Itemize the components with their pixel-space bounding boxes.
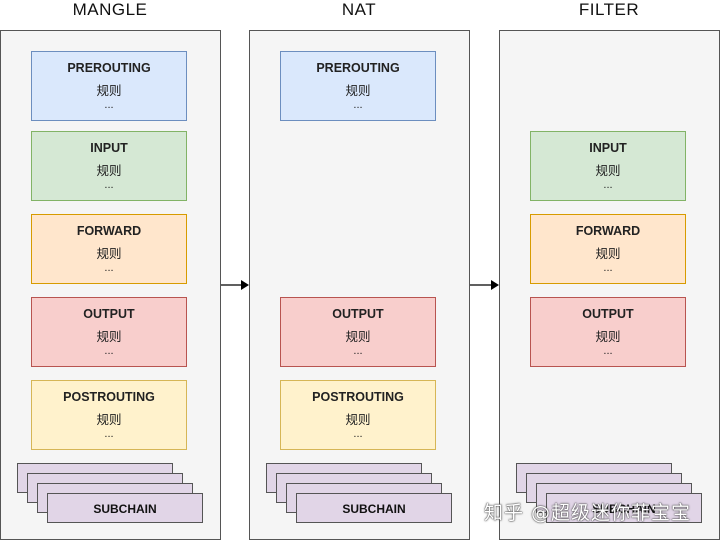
chain-rule: 规则 [96, 246, 122, 261]
chain-rule: 规则 [345, 83, 371, 98]
chain-more: ... [353, 345, 363, 357]
chain-name: PREROUTING [316, 61, 400, 75]
watermark-text: 知乎 @超级迷你菲宝宝 [484, 502, 692, 524]
chain-more: ... [603, 345, 613, 357]
chain-rule: 规则 [96, 163, 122, 178]
mangle-title: MANGLE [72, 0, 148, 19]
chain-rule: 规则 [96, 329, 122, 344]
filter-forward-chain: FORWARD 规则 ... [530, 214, 686, 284]
chain-more: ... [353, 428, 363, 440]
mangle-postrouting-chain: POSTROUTING 规则 ... [31, 380, 187, 450]
chain-name: FORWARD [575, 224, 641, 238]
nat-postrouting-chain: POSTROUTING 规则 ... [280, 380, 436, 450]
filter-title: FILTER [578, 0, 640, 19]
subchain-label: SUBCHAIN [592, 502, 656, 516]
chain-name: OUTPUT [332, 307, 384, 321]
chain-name: POSTROUTING [312, 390, 404, 404]
nat-output-chain: OUTPUT 规则 ... [280, 297, 436, 367]
chain-rule: 规则 [345, 329, 371, 344]
chain-rule: 规则 [595, 163, 621, 178]
chain-more: ... [104, 99, 114, 111]
chain-more: ... [104, 179, 114, 191]
arrow-mangle-to-nat [221, 280, 249, 290]
chain-name: OUTPUT [582, 307, 634, 321]
chain-rule: 规则 [96, 83, 122, 98]
chain-more: ... [603, 262, 613, 274]
chain-name: POSTROUTING [63, 390, 155, 404]
chain-rule: 规则 [595, 246, 621, 261]
chain-name: INPUT [90, 141, 128, 155]
subchain-label: SUBCHAIN [342, 502, 406, 516]
chain-rule: 规则 [595, 329, 621, 344]
mangle-output-chain: OUTPUT 规则 ... [31, 297, 187, 367]
chain-more: ... [104, 428, 114, 440]
chain-more: ... [104, 262, 114, 274]
filter-table-panel: INPUT 规则 ... FORWARD 规则 ... OUTPUT 规则 ..… [499, 30, 720, 540]
mangle-input-chain: INPUT 规则 ... [31, 131, 187, 201]
subchain-label: SUBCHAIN [93, 502, 157, 516]
chain-name: FORWARD [76, 224, 142, 238]
filter-output-chain: OUTPUT 规则 ... [530, 297, 686, 367]
nat-table-panel: PREROUTING 规则 ... OUTPUT 规则 ... POSTROUT… [249, 30, 470, 540]
nat-prerouting-chain: PREROUTING 规则 ... [280, 51, 436, 121]
chain-more: ... [603, 179, 613, 191]
chain-name: INPUT [589, 141, 627, 155]
mangle-forward-chain: FORWARD 规则 ... [31, 214, 187, 284]
subchain-box-front: SUBCHAIN [47, 493, 203, 523]
chain-more: ... [104, 345, 114, 357]
subchain-box-front: SUBCHAIN [296, 493, 452, 523]
chain-rule: 规则 [345, 412, 371, 427]
chain-rule: 规则 [96, 412, 122, 427]
chain-more: ... [353, 99, 363, 111]
subchain-box-front: SUBCHAIN [546, 493, 702, 523]
mangle-prerouting-chain: PREROUTING 规则 ... [31, 51, 187, 121]
nat-title: NAT [341, 0, 377, 19]
chain-name: OUTPUT [83, 307, 135, 321]
arrow-nat-to-filter [470, 280, 499, 290]
chain-name: PREROUTING [67, 61, 151, 75]
mangle-table-panel: PREROUTING 规则 ... INPUT 规则 ... FORWARD 规… [0, 30, 221, 540]
filter-input-chain: INPUT 规则 ... [530, 131, 686, 201]
